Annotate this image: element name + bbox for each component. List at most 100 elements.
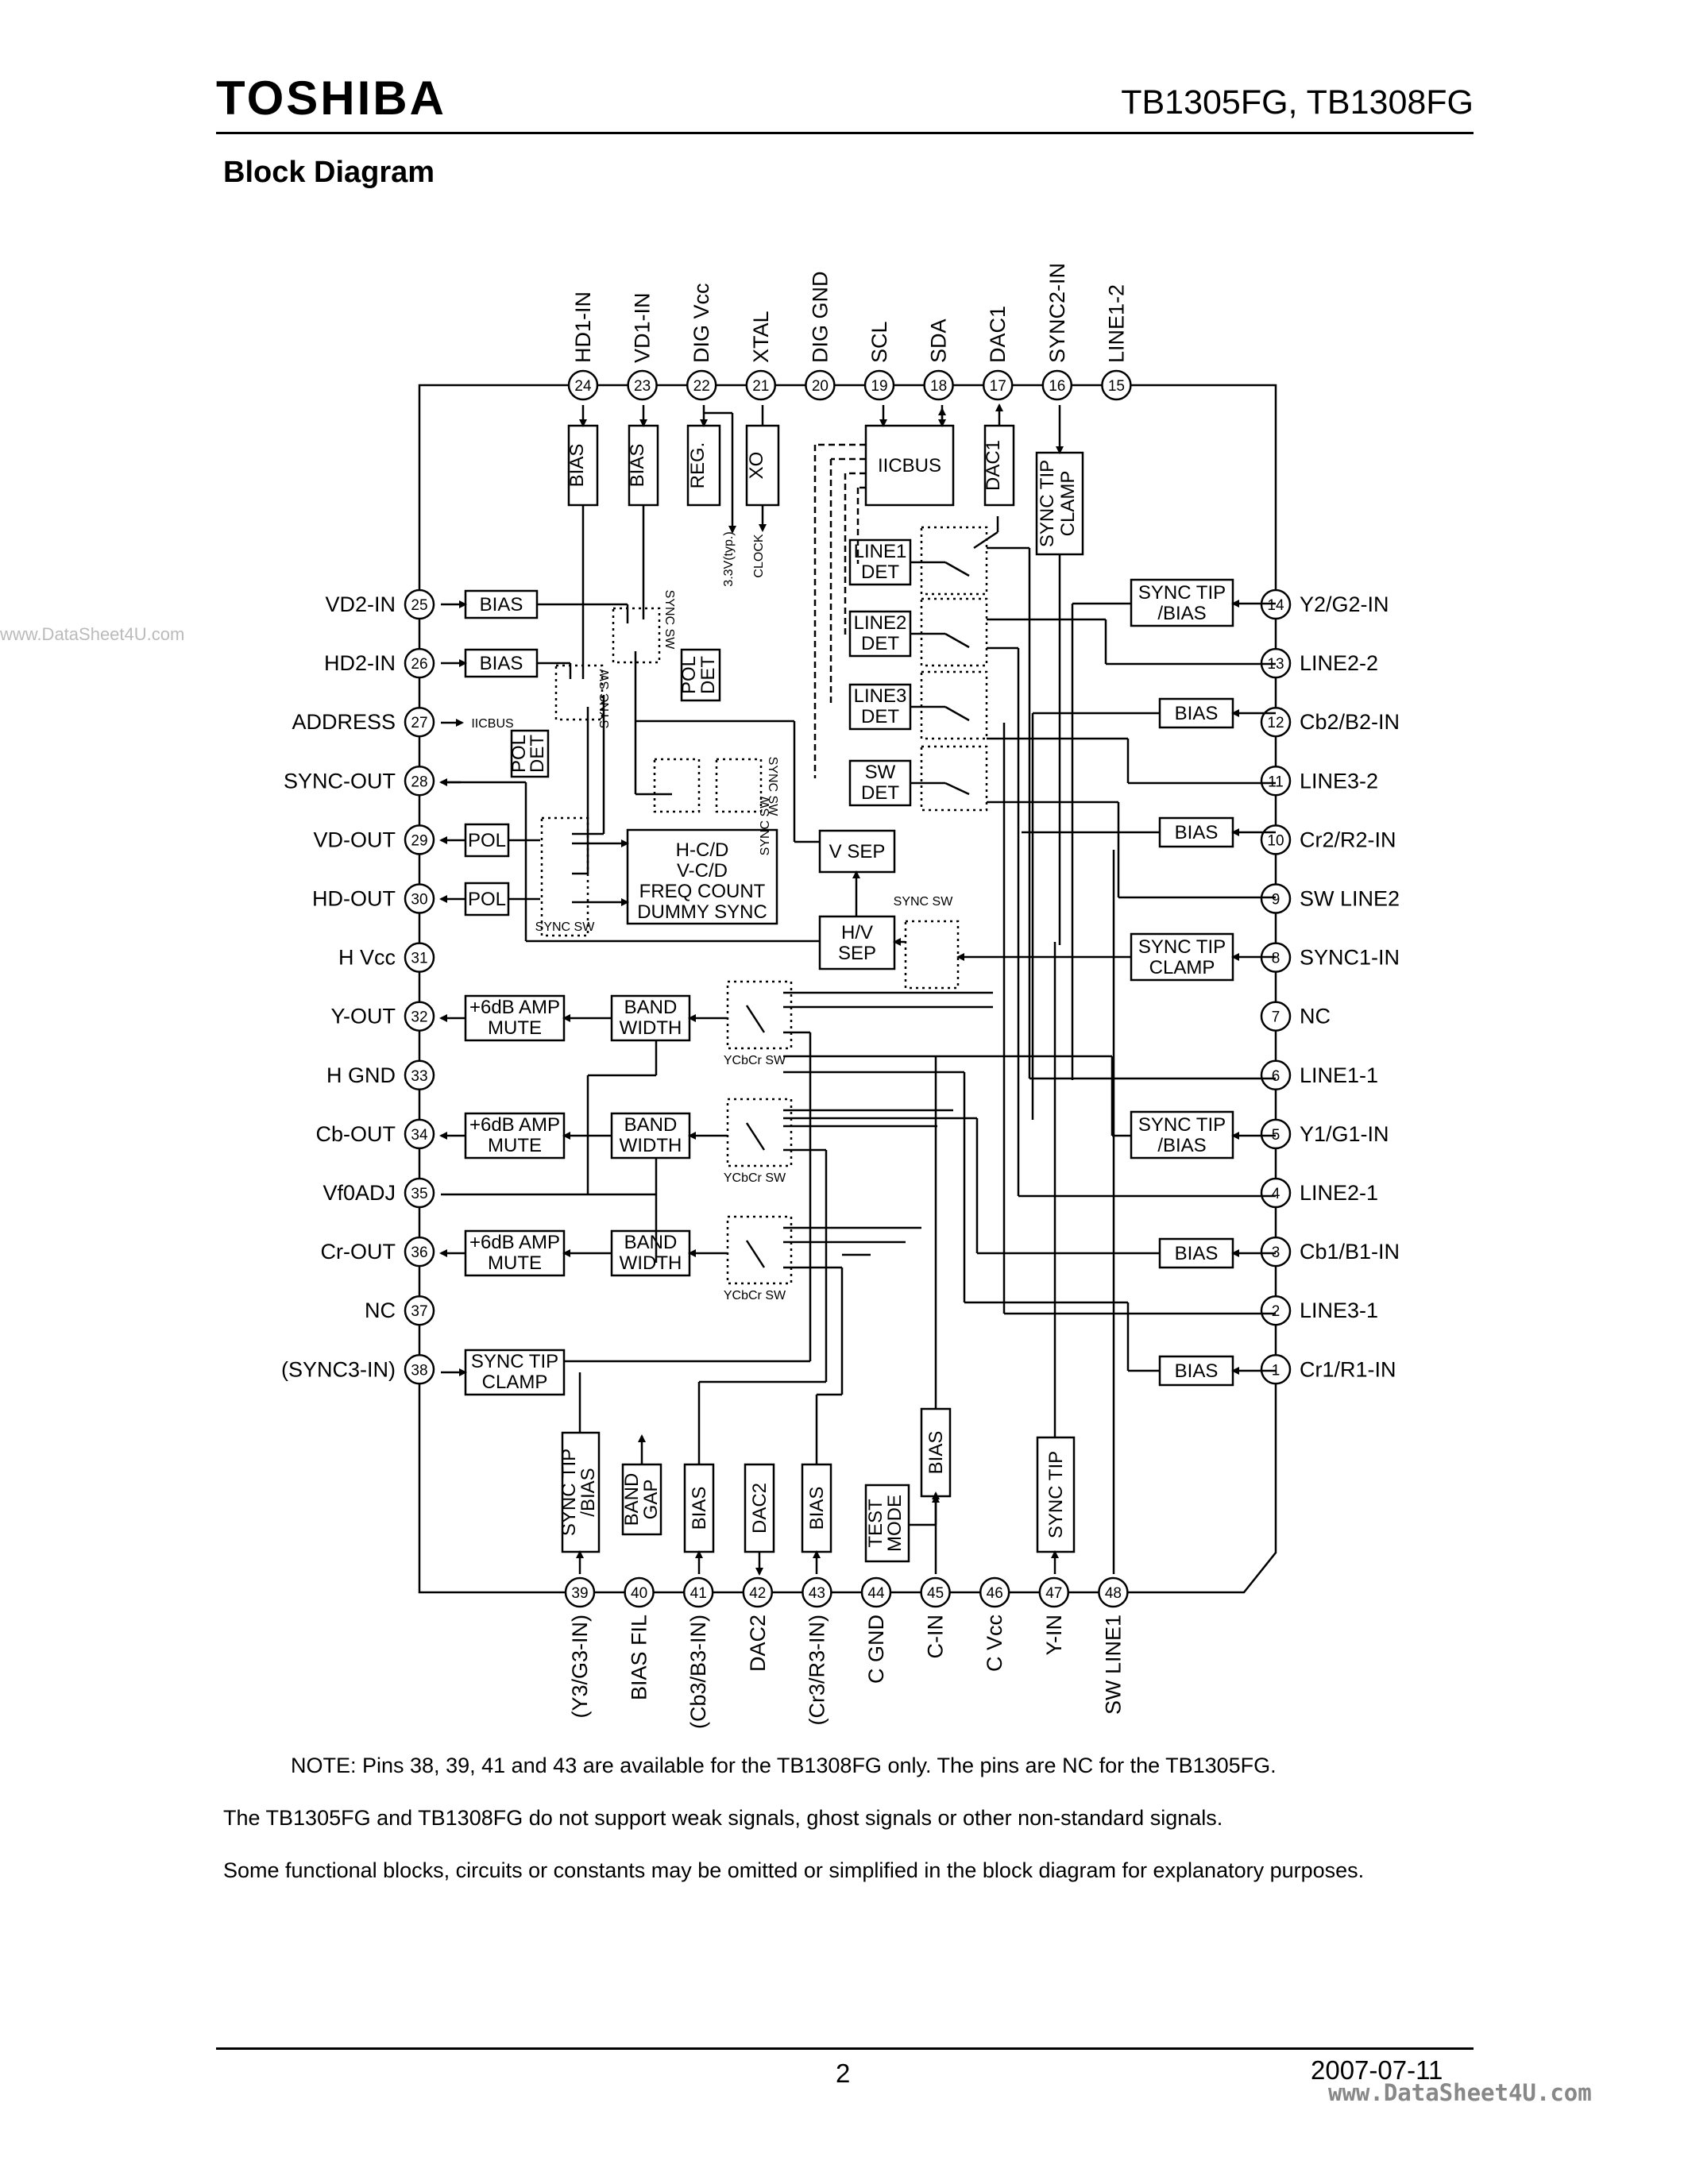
pin-label: LINE3-1 — [1300, 1298, 1378, 1322]
pol-det-left — [510, 729, 550, 778]
pin-number: 8 — [1272, 951, 1280, 967]
label-bw-y-2: WIDTH — [620, 1017, 682, 1039]
pin-label: VD2-IN — [325, 592, 396, 616]
label-line1-det-1: LINE1 — [854, 541, 907, 562]
pin-number: 42 — [749, 1585, 766, 1602]
pin-36: 36 Cr-OUT — [321, 1236, 435, 1268]
label-ycbcr-1: YCbCr SW — [724, 1054, 786, 1067]
hv-cd-block — [626, 828, 778, 925]
pin-label: SYNC2-IN — [1045, 263, 1069, 363]
label-iicbus-small: IICBUS — [471, 717, 513, 731]
pin-number: 41 — [690, 1585, 707, 1602]
pin-31: 31 H Vcc — [338, 942, 435, 973]
pin-number: 31 — [411, 951, 427, 967]
label-pol30: POL — [468, 889, 506, 910]
watermark-left: www.DataSheet4U.com — [0, 624, 185, 644]
pin-number: 19 — [871, 378, 887, 395]
pin-number: 22 — [693, 378, 710, 395]
pin-number: 9 — [1272, 892, 1280, 909]
label-hvcd-3: FREQ COUNT — [639, 881, 766, 902]
pin-label: BIAS FIL — [628, 1615, 651, 1700]
label-sw-det-2: DET — [861, 782, 899, 804]
pin-number: 2 — [1272, 1303, 1280, 1320]
label-xo: XO — [746, 452, 767, 480]
label-stb39-2: /BIAS — [577, 1468, 599, 1516]
label-stc8-2: CLAMP — [1149, 957, 1215, 978]
note-simplified: Some functional blocks, circuits or cons… — [223, 1858, 1365, 1882]
pin-number: 46 — [987, 1585, 1003, 1602]
label-syncsw-2: SYNC SW — [598, 669, 612, 729]
label-amp-y-2: MUTE — [488, 1017, 542, 1039]
pin-label: SDA — [927, 318, 951, 363]
pin-number: 43 — [809, 1585, 825, 1602]
label-hvcd-2: V-C/D — [677, 860, 728, 882]
label-sw-det-1: SW — [865, 762, 896, 783]
label-sync-tip-top-1: SYNC TIP — [1037, 460, 1058, 547]
label-amp-cb-1: +6dB AMP — [469, 1114, 560, 1136]
pin-label: DIG Vcc — [689, 283, 713, 363]
pin-label: C Vcc — [983, 1615, 1006, 1672]
label-bias12: BIAS — [1175, 703, 1219, 724]
pin-number: 20 — [812, 378, 829, 395]
pin-label: SW LINE2 — [1300, 887, 1400, 911]
header-rule — [216, 132, 1474, 134]
pin-label: HD-OUT — [312, 887, 396, 911]
pin-label: NC — [1300, 1005, 1331, 1028]
pin-number: 16 — [1049, 378, 1065, 395]
pin-label: DIG GND — [808, 271, 832, 363]
pin-9: 9 SW LINE2 — [1260, 883, 1400, 914]
pin-label: (SYNC3-IN) — [281, 1357, 396, 1381]
label-bw-cr-1: BAND — [624, 1232, 678, 1253]
pin-label: H Vcc — [338, 946, 396, 970]
pin-43: 43(Cr3/R3-IN) — [802, 1576, 832, 1726]
pin-label: HD1-IN — [571, 291, 595, 363]
pin-label: Y-IN — [1042, 1615, 1066, 1656]
label-stc38-2: CLAMP — [482, 1372, 548, 1393]
page-number: 2 — [836, 2059, 851, 2088]
toshiba-logo: TOSHIBA — [216, 71, 446, 125]
label-bias-23: BIAS — [627, 444, 648, 488]
pin-label: ADDRESS — [292, 710, 396, 734]
pin-label: DAC2 — [746, 1615, 770, 1672]
note-pins: NOTE: Pins 38, 39, 41 and 43 are availab… — [291, 1754, 1277, 1777]
label-line3-det-1: LINE3 — [854, 685, 907, 707]
label-hvcd-1: H-C/D — [676, 839, 729, 861]
part-numbers: TB1305FG, TB1308FG — [1121, 83, 1474, 122]
pin-label: Y2/G2-IN — [1300, 592, 1389, 616]
pin-number: 10 — [1267, 832, 1284, 849]
pin-number: 40 — [631, 1585, 647, 1602]
label-iicbus: IICBUS — [878, 455, 941, 477]
pin-number: 48 — [1105, 1585, 1122, 1602]
label-syncsw-6: SYNC SW — [894, 895, 954, 909]
label-bias25: BIAS — [480, 594, 523, 615]
pin-label: LINE1-2 — [1104, 284, 1128, 363]
pin-label: VD-OUT — [314, 828, 396, 851]
pin-label: LINE2-1 — [1300, 1181, 1378, 1205]
label-bias26: BIAS — [480, 653, 523, 674]
pin-44: 44C GND — [860, 1576, 892, 1684]
pin-number: 36 — [411, 1244, 427, 1261]
pin-label: Cr-OUT — [321, 1240, 396, 1264]
pin-number: 33 — [411, 1068, 427, 1085]
note-signals: The TB1305FG and TB1308FG do not support… — [223, 1806, 1223, 1830]
label-amp-y-1: +6dB AMP — [469, 997, 560, 1018]
pin-label: LINE2-2 — [1300, 651, 1378, 675]
pin-label: Y1/G1-IN — [1300, 1122, 1389, 1146]
pin-label: VD1-IN — [631, 292, 655, 363]
label-bw-cb-1: BAND — [624, 1114, 678, 1136]
